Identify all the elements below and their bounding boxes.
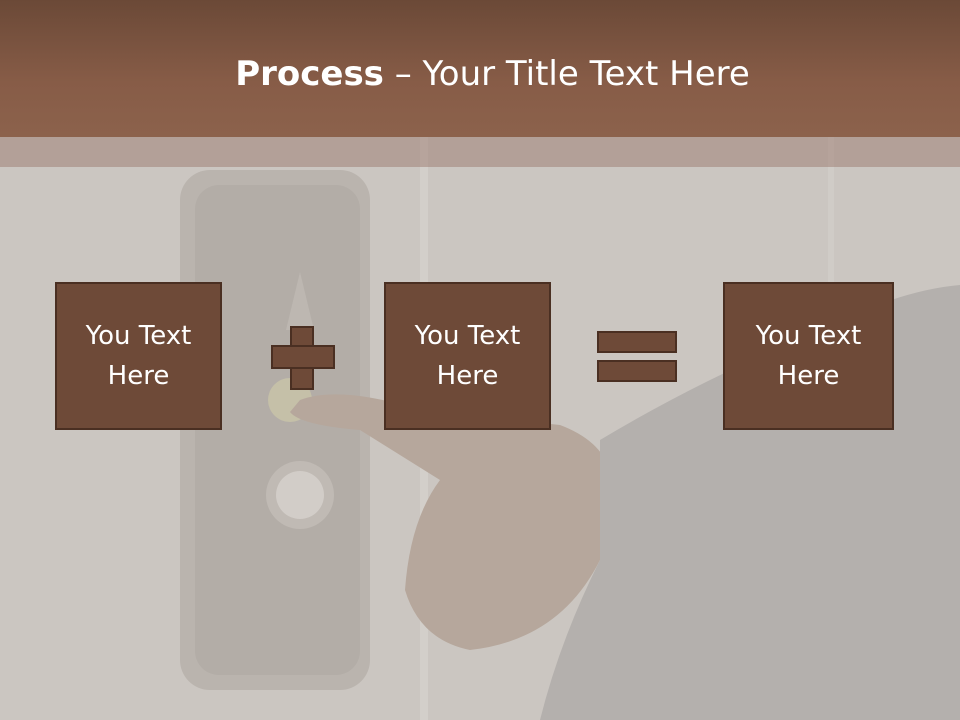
title-bold: Process [235,54,384,94]
process-box-1-text: You Text Here [85,321,192,391]
header-bar [0,0,960,137]
process-box-3-text: You Text Here [755,321,862,391]
header-band [0,137,960,167]
title-rest: – Your Title Text Here [383,54,750,94]
process-box-2-text: You Text Here [414,321,521,391]
process-box-3[interactable]: You Text Here [723,282,894,430]
slide-title[interactable]: Process – Your Title Text Here [0,52,960,96]
process-box-1[interactable]: You Text Here [55,282,222,430]
process-box-2[interactable]: You Text Here [384,282,551,430]
